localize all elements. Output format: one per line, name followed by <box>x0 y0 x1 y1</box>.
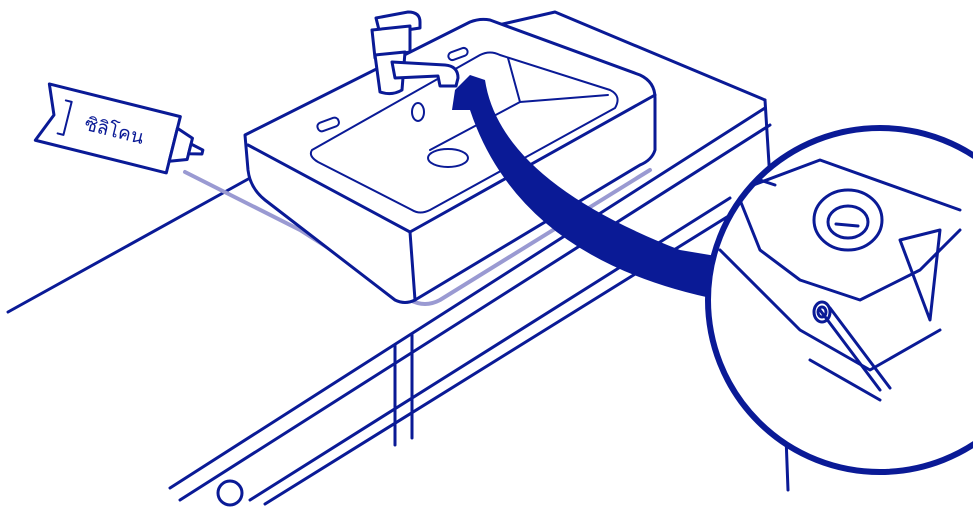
detail-rim <box>738 158 962 212</box>
detail-screw-inner <box>816 305 828 319</box>
magnified-detail-circle <box>705 125 973 475</box>
detail-basin-edge <box>738 198 962 302</box>
tube-crimp <box>56 99 73 136</box>
detail-tick <box>758 178 777 187</box>
tube-nozzle <box>187 142 205 156</box>
detail-leg <box>808 358 882 402</box>
detail-tap-ring-inner <box>826 204 870 240</box>
overflow-slot-right <box>447 46 469 62</box>
counter-front-edge-top <box>168 106 767 490</box>
counter-left-edge <box>6 176 252 314</box>
detail-tap-ring-outer <box>812 188 884 252</box>
basin-body <box>243 17 657 304</box>
detail-screw <box>812 300 832 324</box>
basin-front-corner <box>408 230 417 302</box>
detail-bracket <box>898 228 942 322</box>
tube-cap <box>167 126 194 163</box>
rail-knob <box>216 479 244 507</box>
overflow-slot-left <box>316 116 340 133</box>
detail-tool-edge <box>828 306 892 390</box>
detail-tap-slot <box>834 222 860 228</box>
faucet-head <box>370 24 412 60</box>
detail-frame <box>705 125 973 475</box>
faucet <box>370 10 460 96</box>
counter-front-edge-bottom <box>178 123 772 502</box>
silicone-tube: ซิลิโคน <box>33 82 205 175</box>
washbasin <box>243 17 657 304</box>
detail-tool <box>818 308 882 392</box>
tap-hole <box>411 102 425 122</box>
basin-bowl <box>309 51 619 214</box>
detail-underside <box>718 248 942 372</box>
faucet-spout <box>390 60 460 88</box>
bowl-inner-back <box>519 94 609 103</box>
drain <box>427 148 469 168</box>
